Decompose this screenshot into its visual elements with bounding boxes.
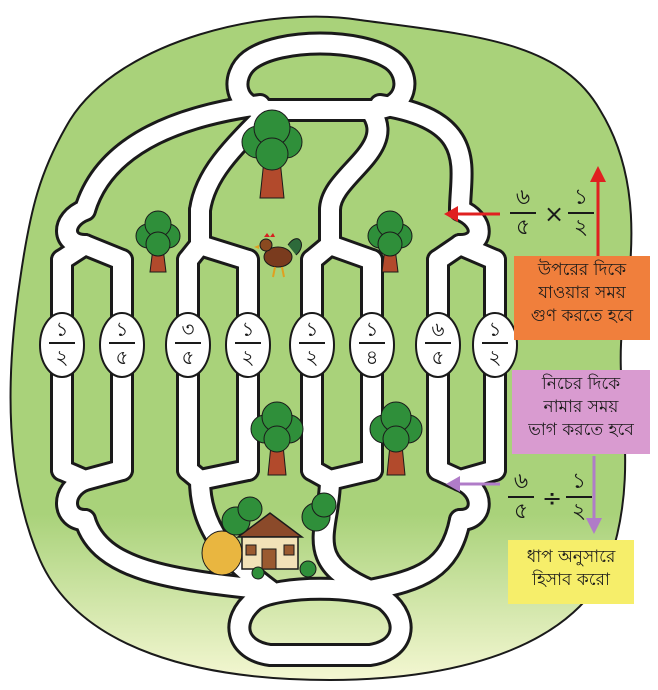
tree-icon — [135, 210, 181, 273]
multiply-rule-note: উপরের দিকে যাওয়ার সময় গুণ করতে হবে — [514, 256, 650, 340]
purple-arrow-down — [586, 456, 602, 534]
fraction-bubble — [225, 312, 271, 378]
rooster-icon — [254, 233, 302, 278]
tree-icon — [369, 401, 423, 476]
fraction-bubble — [39, 312, 85, 378]
fraction-bubble — [99, 312, 145, 378]
divide-rule-note: নিচের দিকে নামার সময় ভাগ করতে হবে — [512, 370, 650, 454]
red-arrow-left — [444, 206, 500, 222]
tree-icon — [250, 401, 304, 476]
multiply-sign: × — [544, 200, 565, 228]
tree-icon — [367, 210, 413, 273]
fraction-bubbles — [39, 312, 518, 378]
fraction-bubble — [415, 312, 461, 378]
fraction-bubble — [472, 312, 518, 378]
step-calculation-note: ধাপ অনুসারে হিসাব করো — [508, 540, 634, 604]
tree-icon — [241, 109, 303, 199]
house-icon — [201, 492, 337, 580]
red-arrow-up — [590, 166, 606, 258]
purple-arrow-left — [446, 476, 500, 492]
fraction-bubble — [289, 312, 335, 378]
divide-sign: ÷ — [542, 484, 563, 512]
fraction-bubble — [165, 312, 211, 378]
fraction-bubble — [349, 312, 395, 378]
